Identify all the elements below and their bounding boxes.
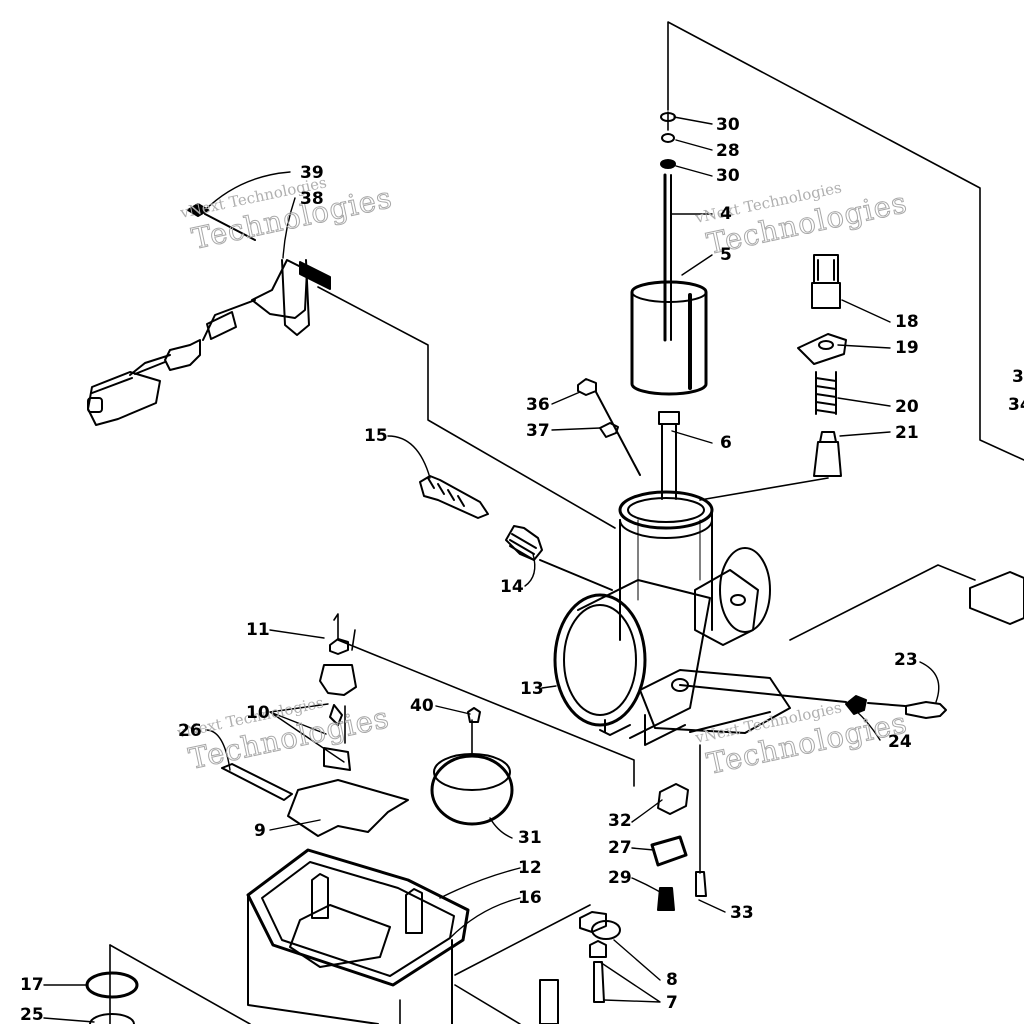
carburetor-body: [553, 490, 791, 746]
air-screw: [679, 684, 947, 719]
callout-27: 27: [608, 838, 632, 858]
callout-25: 25: [20, 1005, 44, 1024]
callout-34: 34: [1008, 395, 1024, 415]
callout-8: 8: [666, 970, 678, 990]
leader-lines: [43, 116, 940, 1023]
callout-33: 33: [730, 903, 754, 923]
callout-29: 29: [608, 868, 632, 888]
callout-13: 13: [520, 679, 544, 699]
callout-23: 23: [894, 650, 918, 670]
callout-39: 39: [300, 163, 324, 183]
callout-3: 3: [1012, 367, 1024, 387]
callout-19: 19: [895, 338, 919, 358]
callout-5: 5: [720, 245, 732, 265]
callout-12: 12: [518, 858, 542, 878]
callout-24: 24: [888, 732, 912, 752]
callout-7: 7: [666, 993, 678, 1013]
callout-20: 20: [895, 397, 919, 417]
callout-11: 11: [246, 620, 270, 640]
throttle-position-sensor: [87, 203, 331, 426]
callout-37: 37: [526, 421, 550, 441]
callout-18: 18: [895, 312, 919, 332]
body-screws: [577, 378, 641, 476]
callout-30: 30: [716, 115, 740, 135]
callout-17: 17: [20, 975, 44, 995]
bowl-screws: [579, 911, 621, 1003]
callout-38: 38: [300, 189, 324, 209]
callout-21: 21: [895, 423, 919, 443]
throttle-stop-screw: [419, 475, 613, 591]
callout-15: 15: [364, 426, 388, 446]
pilot-jet-assembly: [797, 254, 847, 477]
callout-16: 16: [518, 888, 542, 908]
assembly-lines: [109, 21, 1024, 1024]
needle-and-slide: [630, 112, 708, 500]
callout-26: 26: [178, 721, 202, 741]
callout-10: 10: [246, 703, 270, 723]
callout-30: 30: [716, 166, 740, 186]
callout-28: 28: [716, 141, 740, 161]
callout-9: 9: [254, 821, 266, 841]
float-bowl-group: [85, 629, 559, 1024]
callout-4: 4: [720, 204, 732, 224]
callout-14: 14: [500, 577, 524, 597]
callout-31: 31: [518, 828, 542, 848]
callout-6: 6: [720, 433, 732, 453]
callout-32: 32: [608, 811, 632, 831]
right-edge-part: [969, 571, 1024, 625]
main-jet-group: [650, 783, 707, 911]
callout-36: 36: [526, 395, 550, 415]
callout-40: 40: [410, 696, 434, 716]
